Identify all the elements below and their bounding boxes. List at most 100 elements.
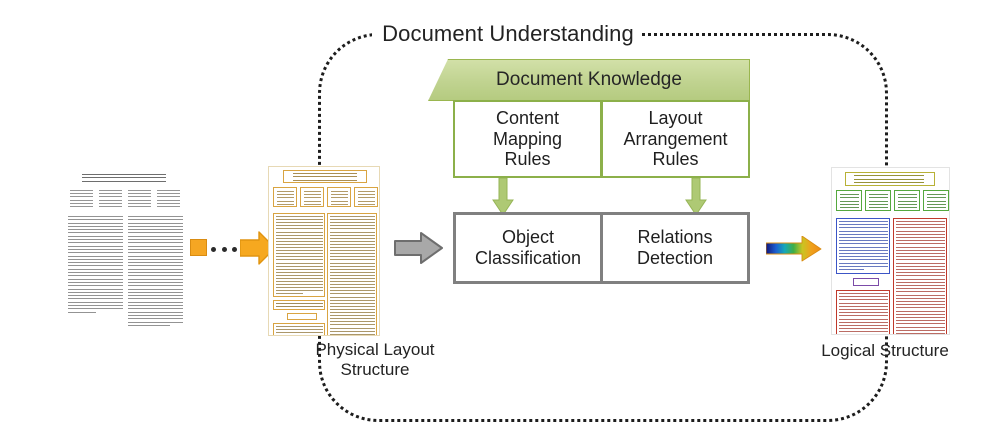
doc-text-line: [898, 207, 917, 208]
doc-text-line: [128, 252, 183, 253]
doc-region-box: [893, 218, 947, 335]
doc-text-line: [68, 302, 123, 303]
knowledge-rules-row: Content Mapping Rules Layout Arrangement…: [453, 100, 750, 178]
doc-text-line: [927, 197, 946, 198]
relations-detection-box[interactable]: Relations Detection: [600, 215, 747, 281]
doc-text-line: [839, 231, 888, 232]
doc-text-line: [330, 290, 375, 291]
doc-text-line: [68, 292, 123, 293]
doc-text-line: [839, 253, 888, 254]
doc-text-line: [157, 203, 180, 204]
doc-text-line: [276, 263, 323, 264]
doc-text-line: [898, 201, 917, 202]
doc-text-line: [128, 242, 183, 243]
doc-text-line: [68, 216, 123, 217]
object-classification-box[interactable]: Object Classification: [456, 215, 600, 281]
doc-text-line: [277, 194, 294, 195]
doc-text-line: [839, 331, 888, 332]
doc-text-line: [331, 197, 348, 198]
doc-text-line: [68, 289, 123, 290]
doc-text-line: [304, 197, 321, 198]
doc-text-line: [330, 235, 375, 236]
doc-text-line: [68, 246, 123, 247]
doc-text-line: [898, 194, 917, 195]
doc-text-line: [276, 284, 323, 285]
doc-text-line: [276, 241, 323, 242]
doc-text-line: [276, 216, 323, 217]
doc-text-line: [128, 256, 183, 257]
doc-text-line: [276, 232, 323, 233]
doc-text-line: [68, 252, 123, 253]
doc-text-line: [896, 298, 945, 299]
document-knowledge-label: Document Knowledge: [428, 59, 750, 101]
doc-text-line: [128, 262, 183, 263]
doc-text-line: [896, 307, 945, 308]
doc-text-line: [896, 323, 945, 324]
doc-text-line: [70, 206, 93, 207]
doc-text-line: [128, 289, 183, 290]
doc-text-line: [68, 239, 123, 240]
doc-text-line: [330, 232, 375, 233]
doc-text-line: [896, 295, 945, 296]
layout-arrangement-rules-box[interactable]: Layout Arrangement Rules: [602, 100, 750, 178]
doc-region-box: [273, 187, 297, 207]
doc-text-line: [330, 225, 375, 226]
doc-text-line: [927, 207, 946, 208]
doc-text-line: [896, 253, 945, 254]
doc-text-line: [839, 243, 888, 244]
doc-text-line: [128, 315, 183, 316]
doc-text-line: [839, 319, 888, 320]
doc-text-line: [276, 222, 323, 223]
content-mapping-rules-box[interactable]: Content Mapping Rules: [453, 100, 602, 178]
doc-text-line: [896, 288, 945, 289]
doc-text-line: [68, 262, 123, 263]
orange-square-marker: [190, 239, 207, 256]
doc-text-line: [70, 193, 93, 194]
doc-text-line: [839, 227, 888, 228]
doc-region-box: [354, 187, 378, 207]
doc-text-line: [128, 322, 183, 323]
doc-text-line: [330, 324, 375, 325]
doc-text-line: [99, 190, 122, 191]
doc-text-line: [330, 281, 375, 282]
doc-text-line: [854, 179, 924, 180]
doc-text-line: [68, 226, 123, 227]
doc-text-line: [68, 219, 123, 220]
doc-text-line: [330, 253, 375, 254]
doc-text-line: [330, 284, 375, 285]
doc-text-line: [330, 219, 375, 220]
doc-text-line: [896, 221, 945, 222]
doc-text-line: [68, 282, 123, 283]
doc-region-box: [327, 187, 351, 207]
doc-text-line: [128, 203, 151, 204]
doc-text-line: [896, 227, 945, 228]
doc-text-line: [839, 224, 888, 225]
doc-text-line: [839, 266, 888, 267]
doc-text-line: [128, 312, 183, 313]
doc-text-line: [68, 295, 123, 296]
doc-text-line: [854, 175, 924, 176]
doc-text-line: [896, 240, 945, 241]
doc-text-line: [330, 238, 375, 239]
doc-text-line: [68, 265, 123, 266]
doc-text-line: [330, 303, 375, 304]
doc-text-line: [276, 250, 323, 251]
doc-text-line: [896, 231, 945, 232]
doc-text-line: [68, 312, 96, 313]
doc-text-line: [358, 194, 375, 195]
doc-region-box: [287, 313, 317, 320]
doc-region-box: [836, 290, 890, 335]
doc-text-line: [330, 269, 375, 270]
doc-text-line: [128, 206, 151, 207]
doc-text-line: [896, 311, 945, 312]
doc-text-line: [330, 315, 375, 316]
doc-text-line: [128, 295, 183, 296]
doc-text-line: [128, 219, 183, 220]
doc-text-line: [896, 320, 945, 321]
doc-logical-structure: [831, 167, 950, 335]
doc-text-line: [330, 334, 375, 335]
doc-text-line: [128, 269, 183, 270]
processing-boxes-row: Object Classification Relations Detectio…: [453, 212, 750, 284]
doc-text-line: [896, 256, 945, 257]
doc-text-line: [869, 207, 888, 208]
